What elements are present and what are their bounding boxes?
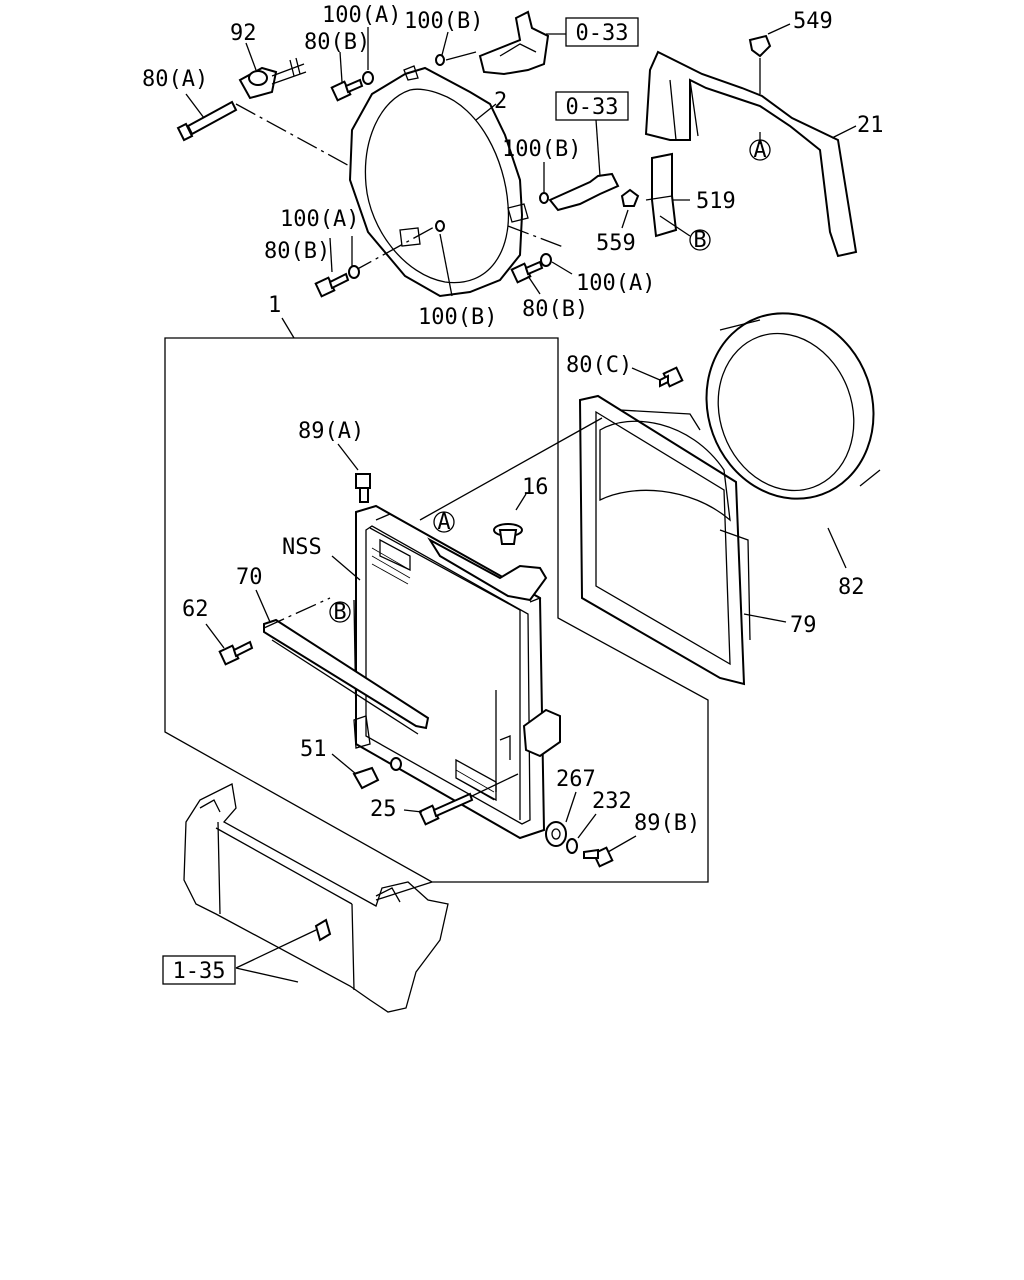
part-232-washer	[566, 838, 578, 854]
part-267-spacer	[545, 821, 567, 847]
part-89b-bolt	[583, 846, 614, 868]
part-80b-bolt-right	[510, 253, 552, 284]
part-62-bolt	[218, 640, 254, 666]
svg-text:A: A	[753, 138, 766, 163]
label-549: 549	[793, 9, 833, 34]
svg-text:B: B	[693, 228, 706, 253]
label-100a-mid: 100(A)	[280, 207, 359, 232]
part-bracket-0-33-top	[478, 10, 550, 76]
part-16-radiator-cap	[493, 523, 523, 545]
part-70-bar	[263, 618, 430, 735]
part-80b-bolt-top	[330, 71, 374, 102]
part-25-bolt	[418, 792, 474, 826]
part-79-fan-shroud	[578, 394, 751, 686]
ref-box-0-33-top: 0-33	[565, 17, 639, 47]
part-80a-bolt	[176, 100, 238, 142]
part-80b-bolt-mid	[314, 220, 445, 298]
label-89a: 89(A)	[298, 419, 364, 444]
label-232: 232	[592, 789, 632, 814]
assembly-1-frame	[164, 337, 709, 883]
svg-text:0-33: 0-33	[576, 21, 629, 46]
part-2-shroud-ring	[348, 65, 529, 298]
label-16: 16	[522, 475, 549, 500]
label-62: 62	[182, 597, 209, 622]
svg-text:1-35: 1-35	[173, 959, 226, 984]
radiator-core	[353, 504, 561, 840]
label-82: 82	[838, 575, 865, 600]
part-100b-plug-top	[435, 54, 445, 66]
label-79: 79	[790, 613, 817, 638]
part-intercooler-1-35	[183, 783, 449, 1013]
part-82-fan-ring	[705, 312, 881, 500]
part-89a-bolt	[355, 473, 371, 503]
marker-b-top: B	[689, 228, 711, 253]
label-80b-mid: 80(B)	[264, 239, 330, 264]
label-100b-mid: 100(B)	[502, 137, 581, 162]
label-92: 92	[230, 21, 257, 46]
part-92-bracket	[238, 57, 307, 100]
label-2: 2	[494, 89, 507, 114]
part-21-cover	[644, 50, 858, 258]
label-89b: 89(B)	[634, 811, 700, 836]
label-519: 519	[696, 189, 736, 214]
label-267: 267	[556, 767, 596, 792]
label-51: 51	[300, 737, 327, 762]
label-100a-top: 100(A)	[322, 3, 401, 28]
label-559: 559	[596, 231, 636, 256]
ref-box-0-33-mid: 0-33	[555, 91, 629, 121]
radiator-core-fins	[371, 547, 495, 801]
svg-text:B: B	[333, 600, 346, 625]
label-100b-low: 100(B)	[418, 305, 497, 330]
label-80c: 80(C)	[566, 353, 632, 378]
svg-text:A: A	[437, 510, 450, 535]
marker-b-mid: B	[329, 600, 351, 625]
label-21: 21	[857, 113, 884, 138]
marker-a-top: A	[749, 138, 771, 163]
ref-box-1-35: 1-35	[162, 955, 236, 985]
part-519-bracket	[620, 152, 678, 238]
label-80b-low: 80(B)	[522, 297, 588, 322]
label-100a-right: 100(A)	[576, 271, 655, 296]
label-25: 25	[370, 797, 397, 822]
marker-a-mid: A	[433, 510, 455, 535]
part-bracket-0-33-mid	[539, 119, 620, 212]
label-1: 1	[268, 293, 281, 318]
part-51-bracket	[352, 757, 402, 790]
label-100b-top: 100(B)	[404, 9, 483, 34]
label-70: 70	[236, 565, 263, 590]
label-80b-top: 80(B)	[304, 30, 370, 55]
part-549-clip	[748, 34, 772, 58]
part-80c-bolt	[659, 366, 684, 388]
label-nss: NSS	[282, 535, 322, 560]
label-80a: 80(A)	[142, 67, 208, 92]
svg-text:0-33: 0-33	[566, 95, 619, 120]
